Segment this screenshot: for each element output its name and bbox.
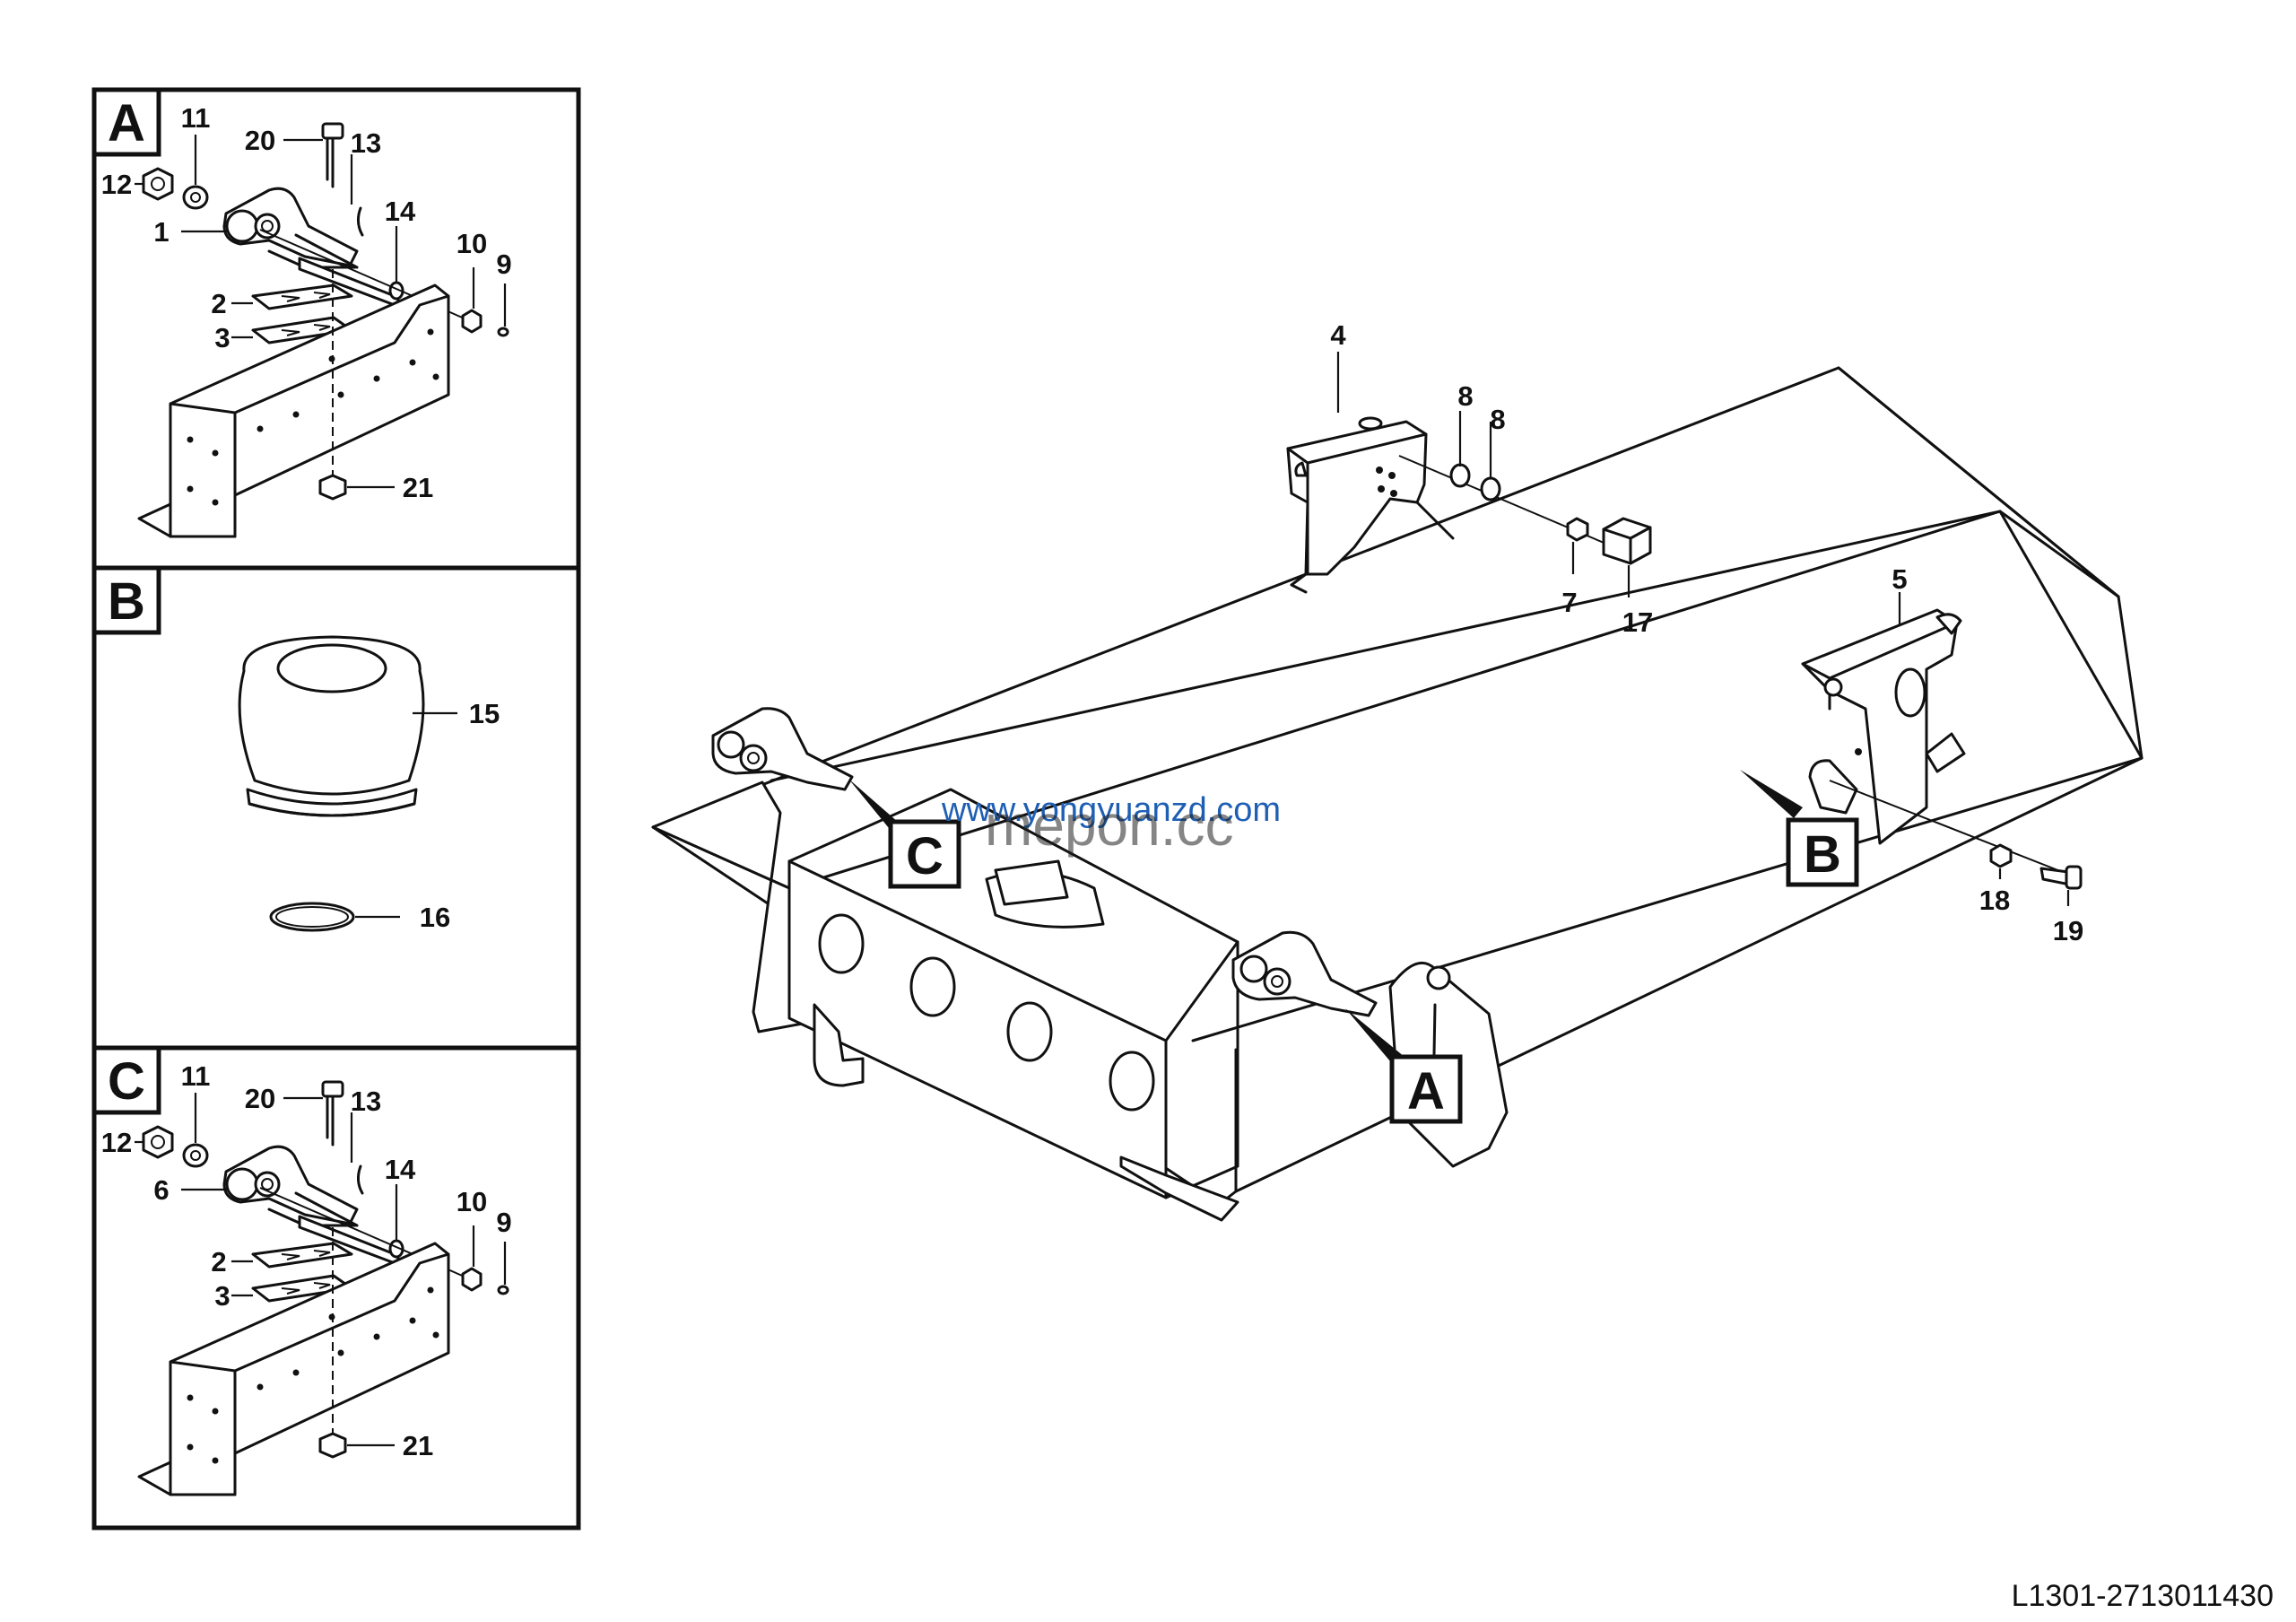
panel-b-part-15: 15 — [469, 698, 500, 729]
cross-member-hole-2-icon — [909, 956, 956, 1017]
panel-a-letter-box — [91, 87, 161, 157]
panel-a-part-14: 14 — [385, 196, 416, 227]
panel-b-part-16: 16 — [420, 902, 450, 933]
nut-10-icon — [461, 309, 483, 334]
panel-c-part-13: 13 — [351, 1086, 381, 1117]
callout-b-letter: B — [1804, 825, 1841, 884]
main-part-18: 18 — [1979, 885, 2010, 916]
mount-bracket-6-icon — [222, 1145, 359, 1225]
callout-b-box — [1786, 817, 1859, 887]
panel-c-part-3: 3 — [214, 1280, 230, 1312]
callout-c-letter: C — [906, 827, 944, 885]
panel-c-part-11: 11 — [181, 1060, 211, 1092]
panel-a-part-20: 20 — [245, 125, 275, 156]
panel-a-part-3: 3 — [214, 322, 230, 353]
washer-11-c-icon — [182, 1143, 209, 1168]
panel-a-part-10: 10 — [457, 228, 487, 259]
nut-21-c-icon — [318, 1432, 347, 1459]
panel-a-part-1: 1 — [153, 216, 169, 248]
callout-a-letter: A — [1407, 1062, 1445, 1121]
panel-a-part-21: 21 — [403, 472, 433, 503]
cross-member-hole-1-icon — [818, 913, 865, 974]
front-right-mount-icon — [1231, 930, 1378, 1017]
panel-c-part-10: 10 — [457, 1186, 487, 1217]
frame-bracket-c-icon — [169, 1242, 450, 1496]
panel-b-letter: B — [108, 572, 145, 631]
panel-c-part-2: 2 — [211, 1246, 226, 1278]
panel-c-letter: C — [108, 1052, 145, 1111]
nut-18-icon — [1989, 843, 2013, 868]
main-part-8b: 8 — [1490, 404, 1505, 435]
panel-c-part-12: 12 — [101, 1127, 132, 1158]
panel-c-part-21: 21 — [403, 1430, 433, 1461]
cotter-9-icon — [497, 327, 509, 337]
cotter-9-c-icon — [497, 1285, 509, 1295]
panel-c-part-9: 9 — [496, 1207, 511, 1238]
panel-a-part-9: 9 — [496, 249, 511, 280]
main-part-4: 4 — [1330, 319, 1346, 351]
panel-frame-c — [91, 1045, 581, 1530]
nut-12-icon — [142, 167, 174, 201]
washer-11-icon — [182, 185, 209, 210]
main-assembly: 4 8 8 7 17 5 18 19 C B A — [651, 319, 2144, 1222]
cross-member-hole-4-icon — [1109, 1051, 1155, 1112]
panel-a-part-2: 2 — [211, 288, 226, 319]
main-part-19: 19 — [2053, 915, 2083, 946]
document-code: L1301-2713011430 — [2012, 1579, 2274, 1613]
main-part-7: 7 — [1561, 587, 1577, 618]
shim-2-c-icon — [251, 1242, 353, 1269]
tow-hook-icon — [813, 1003, 865, 1087]
bolt-20-icon — [321, 122, 344, 140]
shim-2-icon — [251, 283, 353, 310]
frame-bracket-a-icon — [169, 283, 450, 538]
panel-c-part-20: 20 — [245, 1083, 275, 1114]
panel-c-part-6: 6 — [153, 1174, 169, 1206]
callout-c-box — [888, 819, 961, 889]
watermark-url: www.yongyuanzd.com — [941, 791, 1281, 829]
panel-a-part-11: 11 — [181, 102, 211, 134]
panel-a-drawing: 11 20 13 12 1 14 10 9 2 3 21 — [101, 102, 512, 538]
callout-b-pointer — [1740, 770, 1803, 818]
panel-a-letter: A — [108, 94, 145, 153]
watermark-brand: mepon.cc — [985, 793, 1233, 858]
bolt-20-c-icon — [321, 1080, 344, 1098]
panel-c-drawing: 11 20 13 12 6 14 10 9 2 3 21 — [101, 1060, 512, 1496]
washer-8a-icon — [1449, 463, 1471, 488]
washer-8b-icon — [1480, 476, 1501, 501]
cross-member-hole-3-icon — [1006, 1001, 1053, 1062]
clip-13-icon — [356, 206, 364, 237]
panel-b-drawing: 15 16 — [238, 635, 500, 933]
callout-a-pointer — [1345, 1008, 1405, 1068]
detail-panels: A B C — [91, 87, 581, 1530]
o-ring-16-icon — [269, 902, 355, 932]
panel-a-part-13: 13 — [351, 127, 381, 159]
nut-10-c-icon — [461, 1267, 483, 1292]
nut-7-icon — [1566, 517, 1589, 542]
mount-bracket-1-icon — [222, 187, 359, 267]
block-17-icon — [1602, 517, 1652, 565]
panel-c-letter-box — [91, 1045, 161, 1115]
main-part-17: 17 — [1622, 606, 1653, 638]
main-part-5: 5 — [1892, 563, 1907, 595]
callout-a-box — [1389, 1054, 1463, 1124]
panel-c-part-14: 14 — [385, 1154, 416, 1185]
main-part-8a: 8 — [1457, 380, 1473, 412]
nut-21-icon — [318, 474, 347, 501]
panel-a-part-12: 12 — [101, 169, 132, 200]
nut-12-c-icon — [142, 1125, 174, 1159]
clip-13-c-icon — [356, 1164, 364, 1195]
panel-b-letter-box — [91, 565, 161, 635]
